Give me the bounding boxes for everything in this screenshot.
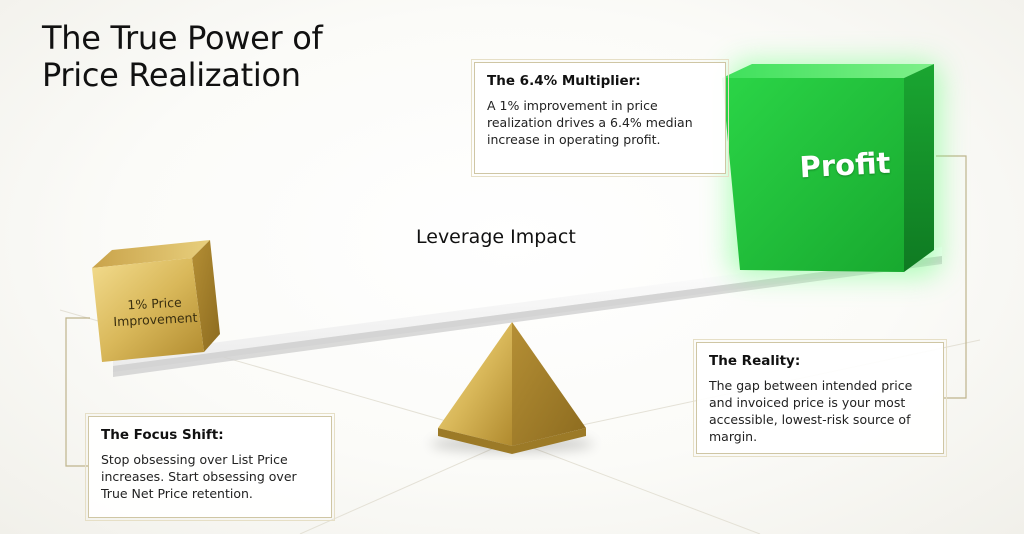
title-line-2: Price Realization [42,56,301,94]
seesaw-beam [113,247,942,377]
gold-cube [92,240,220,362]
callout-multiplier-body: A 1% improvement in price realization dr… [487,98,693,147]
callout-focus-shift-body: Stop obsessing over List Price increases… [101,452,297,501]
leverage-impact-label: Leverage Impact [416,226,576,248]
page-title: The True Power of Price Realization [42,20,323,94]
callout-multiplier-heading: The 6.4% Multiplier: [487,73,641,89]
callout-reality-body: The gap between intended price and invoi… [709,378,913,444]
profit-cube [722,64,934,272]
callout-reality: The Reality: The gap between intended pr… [693,339,947,457]
callout-focus-shift: The Focus Shift: Stop obsessing over Lis… [85,413,335,521]
callout-multiplier: The 6.4% Multiplier: A 1% improvement in… [471,59,729,177]
title-line-1: The True Power of [42,19,323,57]
fulcrum [438,322,586,454]
callout-reality-heading: The Reality: [709,353,801,369]
callout-focus-shift-heading: The Focus Shift: [101,427,224,443]
connector-lines [65,155,967,467]
gold-cube-label: 1% Price Improvement [113,294,198,330]
